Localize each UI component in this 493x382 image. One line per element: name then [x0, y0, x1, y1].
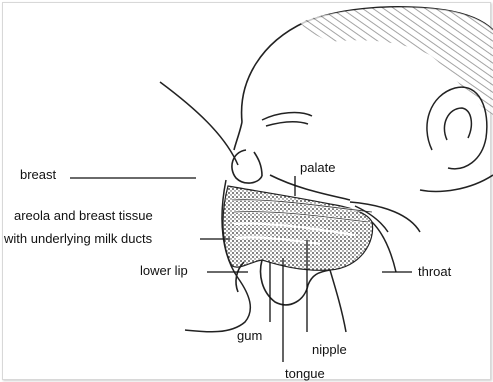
label-breast: breast — [20, 167, 56, 182]
label-gum: gum — [237, 328, 262, 343]
label-lower-lip: lower lip — [140, 263, 188, 278]
hair — [300, 7, 493, 115]
label-throat: throat — [418, 264, 451, 279]
label-nipple: nipple — [312, 342, 347, 357]
label-palate: palate — [300, 160, 335, 175]
label-tongue: tongue — [285, 366, 325, 381]
eye-closed — [262, 113, 312, 126]
label-areola-line1: areola and breast tissue — [14, 208, 153, 223]
label-areola-line2: with underlying milk ducts — [4, 231, 152, 246]
